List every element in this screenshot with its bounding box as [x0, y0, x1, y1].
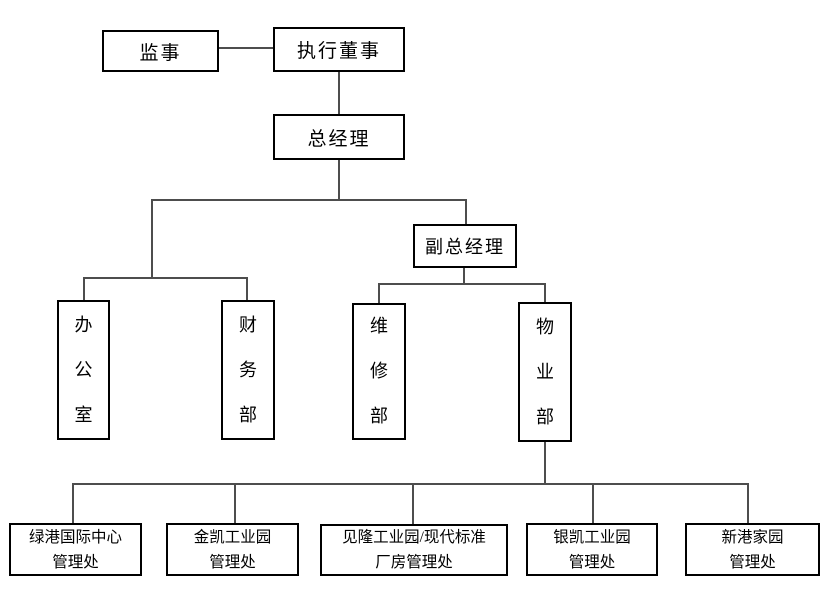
connector-to-property: [544, 283, 546, 303]
connector-supervisor-director: [219, 47, 273, 49]
connector-to-maintenance: [378, 283, 380, 304]
connector-to-jianlong-office: [412, 483, 414, 524]
connector-gm-split: [151, 199, 467, 201]
connector-to-deputy-gm: [465, 199, 467, 225]
org-node-deputy-general-manager: 副总经理: [413, 224, 517, 268]
org-node-executive-director: 执行董事: [273, 27, 405, 72]
org-node-xingang-home-office: 新港家园 管理处: [685, 523, 820, 576]
org-node-finance-dept: 财 务 部: [221, 300, 275, 440]
connector-deputy-stem: [463, 268, 465, 284]
connector-to-lvgang-office: [72, 483, 74, 524]
connector-left-branch-stem: [151, 199, 153, 278]
org-node-property-dept: 物 业 部: [518, 302, 572, 442]
connector-right-sub-split: [378, 283, 546, 285]
connector-property-split: [72, 483, 749, 485]
connector-director-gm: [338, 72, 340, 114]
org-node-office: 办 公 室: [57, 300, 110, 440]
connector-property-stem: [544, 442, 546, 484]
org-node-yinkai-industrial-park-office: 银凯工业园 管理处: [526, 523, 658, 576]
org-node-lvgang-international-center-office: 绿港国际中心 管理处: [9, 523, 142, 576]
connector-to-yinkai-office: [592, 483, 594, 524]
org-node-supervisor: 监事: [102, 30, 219, 72]
org-node-maintenance-dept: 维 修 部: [352, 303, 406, 440]
connector-to-xingang-office: [747, 483, 749, 524]
org-node-jianlong-modern-standard-plant-office: 见隆工业园/现代标准 厂房管理处: [320, 524, 508, 576]
org-node-general-manager: 总经理: [273, 114, 405, 160]
connector-to-jinkai-office: [234, 483, 236, 524]
connector-gm-stem: [338, 160, 340, 200]
connector-to-office: [83, 277, 85, 301]
connector-to-finance: [246, 277, 248, 301]
org-node-jinkai-industrial-park-office: 金凯工业园 管理处: [166, 523, 299, 576]
connector-left-sub-split: [83, 277, 248, 279]
